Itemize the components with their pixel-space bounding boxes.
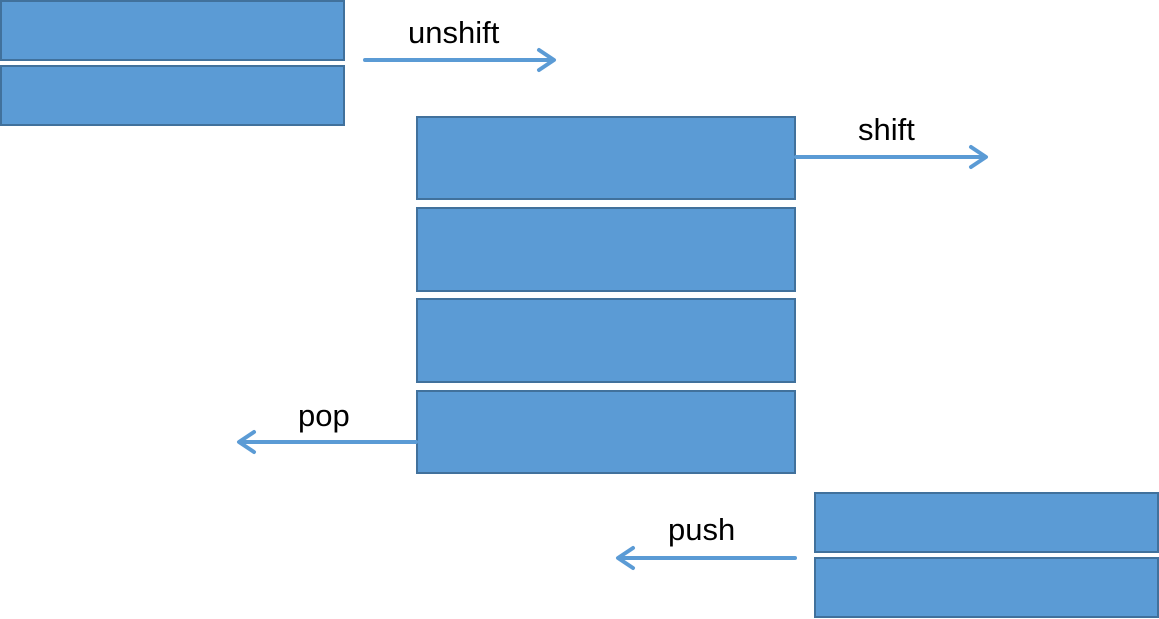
push-label: push xyxy=(668,512,736,547)
main-block-1 xyxy=(416,116,796,200)
main-block-4 xyxy=(416,390,796,474)
pop-arrow-left-icon xyxy=(237,430,418,454)
unshift-arrow-right-icon xyxy=(363,48,556,72)
push-block-2 xyxy=(814,557,1159,618)
push-block-1 xyxy=(814,492,1159,553)
shift-arrow-right-icon xyxy=(794,145,988,169)
unshift-block-1 xyxy=(0,0,345,61)
main-block-2 xyxy=(416,207,796,292)
pop-label: pop xyxy=(298,398,350,433)
unshift-label: unshift xyxy=(408,15,500,50)
unshift-block-2 xyxy=(0,65,345,126)
shift-label: shift xyxy=(858,112,915,147)
main-block-3 xyxy=(416,298,796,383)
push-arrow-left-icon xyxy=(616,546,797,570)
